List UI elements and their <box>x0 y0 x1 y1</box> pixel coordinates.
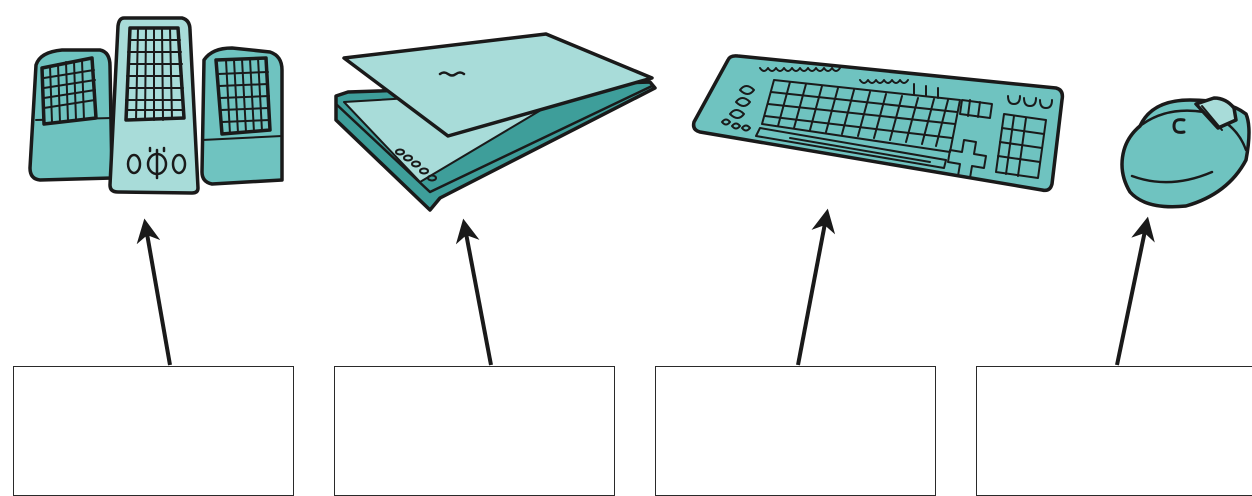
keyboard-icon <box>691 54 1065 193</box>
devices-labeling-diagram <box>13 16 1252 496</box>
label-box-mouse[interactable] <box>976 366 1252 496</box>
mouse-icon <box>1120 96 1251 209</box>
label-box-speakers[interactable] <box>13 366 294 496</box>
arrow-to-scanner <box>455 218 493 366</box>
arrow-to-keyboard <box>796 208 836 366</box>
speakers-icon <box>28 16 284 195</box>
arrow-to-speakers <box>136 218 172 366</box>
diagram-canvas <box>28 16 1251 366</box>
arrow-to-mouse <box>1115 216 1155 366</box>
scanner-icon <box>334 32 657 212</box>
arrows <box>136 208 1155 366</box>
label-box-scanner[interactable] <box>334 366 615 496</box>
